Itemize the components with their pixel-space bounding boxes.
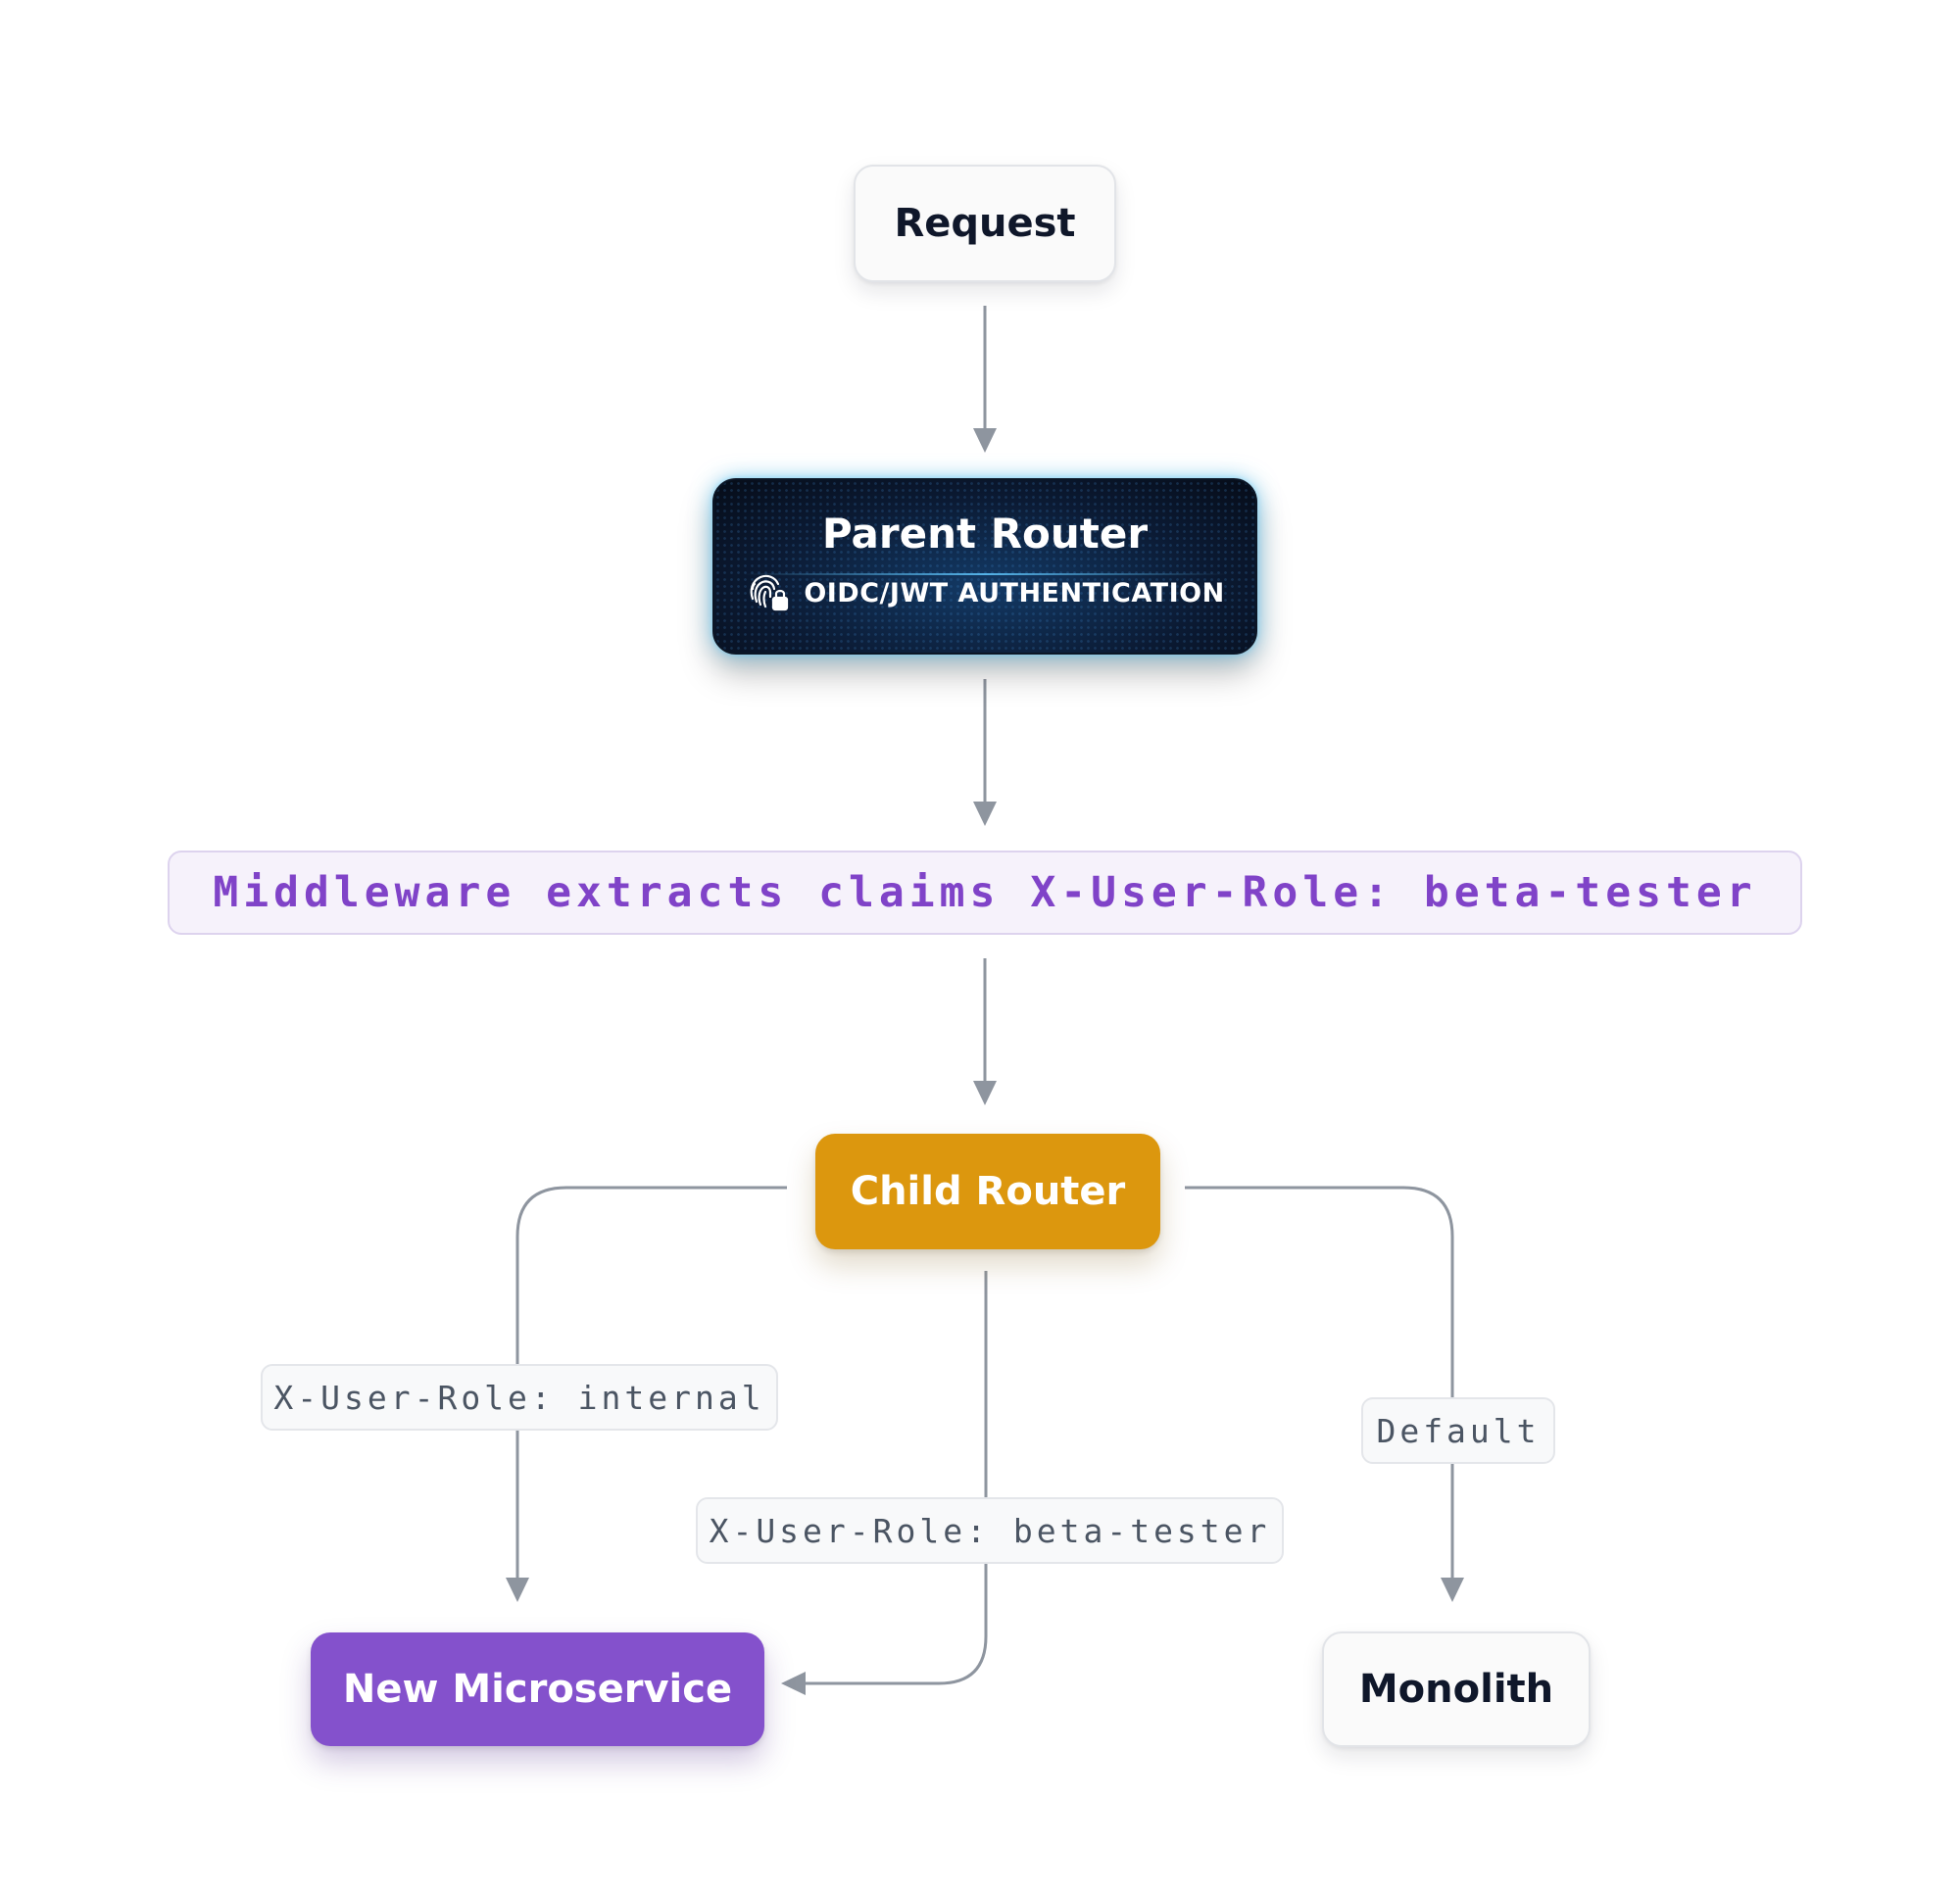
arrowhead-child-router (973, 1081, 997, 1105)
parent-router-glow-line (744, 573, 1226, 575)
edge-label-default: Default (1361, 1397, 1555, 1464)
edge-internal-to-new-microservice (515, 1186, 787, 1578)
arrowhead-default (1441, 1578, 1464, 1602)
arrowhead-internal (506, 1578, 529, 1602)
parent-router-title: Parent Router (821, 509, 1149, 558)
arrowhead-middleware (973, 802, 997, 826)
middleware-claims-box: Middleware extracts claims X-User-Role: … (168, 851, 1802, 935)
new-microservice-node: New Microservice (311, 1632, 764, 1746)
parent-router-subtitle-row: OIDC/JWT AUTHENTICATION (745, 569, 1224, 618)
edge-label-internal: X-User-Role: internal (261, 1364, 778, 1431)
edge-label-beta-tester: X-User-Role: beta-tester (696, 1497, 1284, 1564)
edge-beta-tester-to-new-microservice (806, 1271, 988, 1685)
arrowhead-beta-tester (781, 1672, 806, 1695)
edge-default-to-monolith (1185, 1186, 1454, 1578)
parent-router-node: Parent Router OIDC/JWT AUTHENTICATION (712, 478, 1257, 655)
request-node: Request (854, 165, 1116, 282)
fingerprint-lock-icon (745, 569, 790, 618)
parent-router-subtitle: OIDC/JWT AUTHENTICATION (804, 578, 1225, 608)
arrowhead-parent-router (973, 428, 997, 453)
child-router-node: Child Router (815, 1134, 1160, 1249)
monolith-node: Monolith (1322, 1631, 1591, 1747)
